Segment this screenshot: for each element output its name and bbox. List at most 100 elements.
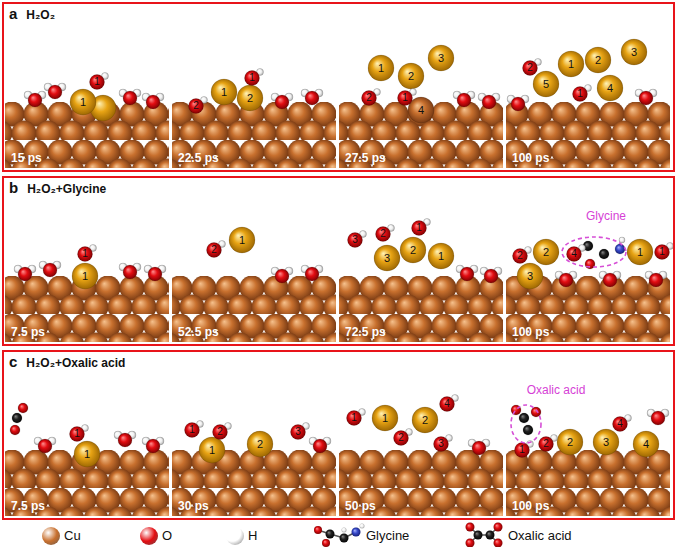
oxygen-atom — [376, 227, 391, 242]
callout-number: 1 — [189, 425, 195, 435]
panel-frame: cH₂O₂+Oxalic acid — [2, 350, 675, 520]
callout-number: 2 — [595, 55, 601, 66]
callout-number: 2 — [257, 439, 263, 450]
oxygen-atom — [440, 397, 455, 412]
callout-number: 1 — [519, 445, 525, 455]
oxygen-atom — [305, 91, 319, 105]
gold-atom — [199, 437, 225, 463]
callout-number: 1 — [378, 63, 384, 74]
legend-oxalic-icon — [466, 523, 503, 547]
legend-text: H — [248, 529, 257, 542]
panel-letter: b — [9, 179, 18, 196]
oxygen-atom — [123, 91, 137, 105]
callout-number: 2 — [380, 229, 386, 239]
oxygen-atom — [18, 403, 28, 413]
callout-number: 5 — [543, 79, 549, 90]
gold-atom — [412, 407, 438, 433]
oxygen-atom — [185, 423, 200, 438]
oxygen-atom — [651, 411, 665, 425]
oxygen-atom — [38, 439, 52, 453]
gold-atom — [70, 89, 96, 115]
callout-number: 1 — [94, 77, 100, 87]
time-label: 50 ps — [345, 500, 376, 512]
callout-number: 1 — [382, 413, 388, 424]
legend-swatch — [226, 527, 244, 545]
gold-atom — [517, 263, 543, 289]
time-label: 52.5 ps — [178, 326, 219, 338]
panel-header: aH₂O₂ — [9, 5, 55, 22]
callout-number: 1 — [416, 223, 422, 233]
gold-atom — [558, 51, 584, 77]
oxygen-atom — [313, 439, 327, 453]
callout-number: 1 — [577, 89, 583, 99]
callout-number: 3 — [352, 235, 358, 245]
oxygen-atom — [275, 269, 289, 283]
panel-header: cH₂O₂+Oxalic acid — [9, 353, 125, 370]
time-label: 15 ps — [11, 152, 42, 164]
oxygen-atom — [43, 263, 57, 277]
oxygen-atom — [457, 93, 471, 107]
callout-number: 2 — [543, 247, 549, 258]
callout-number: 1 — [209, 445, 215, 456]
legend-swatch — [42, 527, 60, 545]
oxygen-atom — [613, 417, 628, 432]
legend-swatch — [140, 527, 158, 545]
callout-number: 1 — [74, 429, 80, 439]
callout-number: 3 — [438, 439, 444, 449]
oxygen-atom — [18, 267, 32, 281]
oxygen-atom — [515, 443, 530, 458]
panel-header: bH₂O₂+Glycine — [9, 179, 106, 196]
panel-frame: bH₂O₂+Glycine — [2, 176, 675, 346]
gold-atom — [557, 429, 583, 455]
gold-atom — [585, 47, 611, 73]
callout-number: 1 — [239, 235, 245, 246]
oxygen-atom — [348, 233, 363, 248]
callout-number: 1 — [82, 249, 88, 259]
oxygen-atom — [472, 441, 486, 455]
legend-text: Oxalic acid — [508, 529, 572, 542]
callout-number: 4 — [418, 105, 424, 116]
oxygen-atom — [213, 425, 228, 440]
gold-atom — [428, 243, 454, 269]
callout-number: 1 — [637, 247, 643, 258]
panel-letter: c — [9, 353, 17, 370]
callout-number: 3 — [384, 253, 390, 264]
oxygen-atom — [531, 407, 541, 417]
callout-number: 1 — [80, 97, 86, 108]
oxygen-atom — [573, 87, 588, 102]
callout-number: 2 — [193, 101, 199, 111]
callout-number: 1 — [84, 449, 90, 460]
callout-number: 1 — [568, 59, 574, 70]
oxygen-atom — [245, 71, 260, 86]
oxygen-atom — [347, 411, 362, 426]
callout-number: 1 — [82, 271, 88, 282]
legend-glycine-icon — [314, 524, 365, 547]
oxygen-atom — [90, 75, 105, 90]
callout-number: 2 — [543, 439, 549, 449]
oxygen-atom — [460, 267, 474, 281]
gold-atom — [398, 63, 424, 89]
gold-atom — [237, 85, 263, 111]
oxygen-atom — [539, 437, 554, 452]
oxygen-atom — [146, 95, 160, 109]
oxygen-atom — [655, 245, 670, 260]
gold-atom — [533, 71, 559, 97]
oxygen-atom — [305, 267, 319, 281]
callout-number: 1 — [249, 73, 255, 83]
oxygen-atom — [412, 221, 427, 236]
callout-number: 3 — [295, 427, 301, 437]
callout-number: 1 — [402, 93, 408, 103]
oxygen-atom — [123, 265, 137, 279]
gold-atom — [74, 441, 100, 467]
gold-atom — [247, 431, 273, 457]
atoms — [10, 39, 674, 467]
callout-number: 1 — [438, 251, 444, 262]
callout-number: 4 — [617, 419, 623, 429]
highlight-ellipse — [562, 237, 626, 267]
callout-number: 2 — [517, 251, 523, 261]
gold-atom — [368, 55, 394, 81]
callout-number: 2 — [527, 63, 533, 73]
